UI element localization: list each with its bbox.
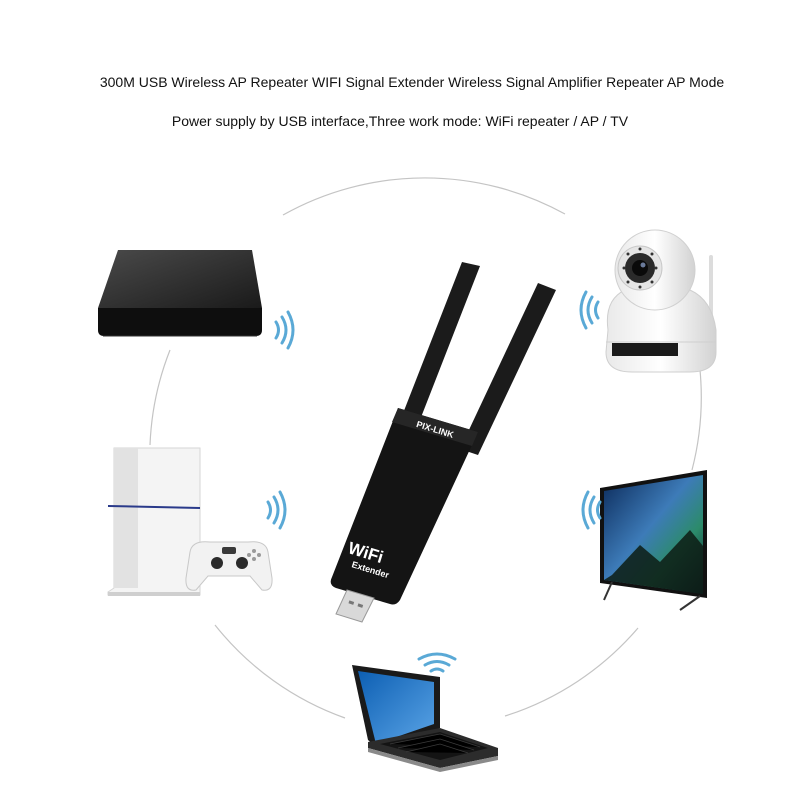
connection-ring bbox=[149, 177, 702, 719]
signal-icon-console bbox=[266, 490, 287, 530]
signal-icon-laptop bbox=[417, 652, 457, 673]
signal-icon-tvbox bbox=[274, 310, 295, 350]
signal-icon-camera bbox=[579, 290, 600, 330]
smart-tv-icon bbox=[600, 470, 707, 611]
antenna-left bbox=[400, 262, 480, 425]
usb-connector bbox=[335, 589, 375, 623]
wifi-extender-device: PIX-LINK WiFi Extender bbox=[330, 262, 556, 623]
page-title: 300M USB Wireless AP Repeater WIFI Signa… bbox=[99, 74, 725, 90]
ip-camera-icon bbox=[605, 229, 717, 373]
signal-icon-tv bbox=[581, 490, 602, 530]
signal-waves bbox=[266, 290, 602, 673]
laptop-icon bbox=[352, 665, 498, 772]
page-subtitle: Power supply by USB interface,Three work… bbox=[171, 113, 629, 129]
game-console-icon bbox=[107, 447, 273, 596]
antenna-right bbox=[460, 283, 556, 455]
tv-box-icon bbox=[98, 250, 262, 337]
